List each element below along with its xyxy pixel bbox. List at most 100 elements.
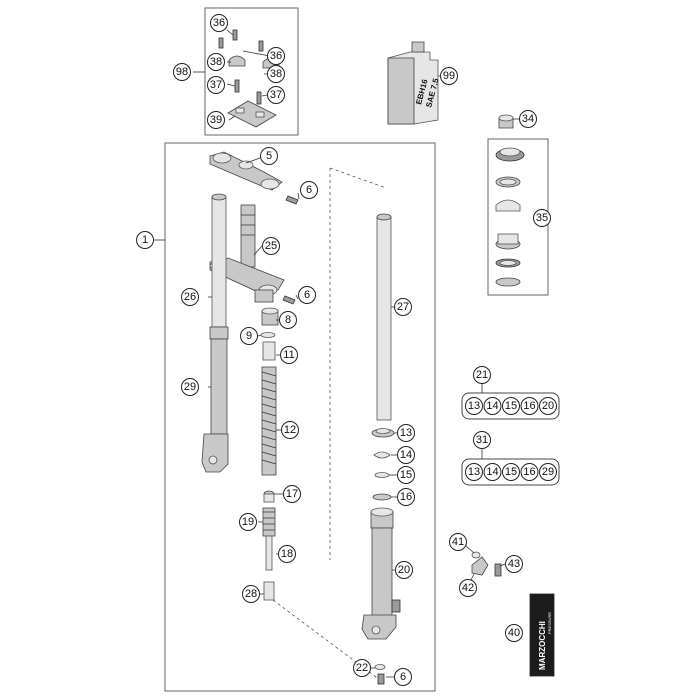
callout-36-b: 36 (267, 47, 285, 65)
kit31-item-14: 14 (483, 463, 502, 481)
damper-rod (262, 507, 276, 571)
callout-38-b: 38 (267, 65, 285, 83)
callout-5: 5 (260, 147, 278, 165)
callout-9: 9 (240, 327, 258, 345)
svg-text:12: 12 (284, 424, 296, 436)
svg-text:37: 37 (270, 89, 282, 101)
svg-text:37: 37 (210, 79, 222, 91)
svg-text:8: 8 (285, 314, 291, 326)
fork-tube-right (376, 213, 392, 421)
axle-clamp-parts (471, 551, 502, 577)
svg-text:35: 35 (536, 212, 548, 224)
seal-kit-right (371, 428, 395, 501)
svg-text:6: 6 (304, 289, 310, 301)
callout-38-a: 38 (207, 53, 225, 71)
kit21-item-15: 15 (502, 397, 520, 415)
callout-1: 1 (136, 231, 154, 249)
svg-text:9: 9 (246, 330, 252, 342)
damper-rod-end (263, 581, 275, 601)
outer-tube-left (201, 326, 229, 473)
callout-39: 39 (207, 111, 225, 129)
kit21-item-14: 14 (483, 397, 502, 415)
svg-text:18: 18 (281, 548, 293, 560)
callout-6-b: 6 (298, 286, 316, 304)
kit31-item-29: 29 (539, 463, 557, 481)
svg-text:38: 38 (270, 68, 282, 80)
marzocchi-decal: MARZOCCHI PRESSURE (529, 593, 555, 677)
svg-text:27: 27 (397, 301, 409, 313)
svg-text:15: 15 (400, 469, 412, 481)
svg-text:20: 20 (542, 400, 554, 412)
callout-36-a: 36 (210, 14, 228, 32)
callout-41: 41 (449, 533, 467, 551)
svg-text:43: 43 (508, 558, 520, 570)
svg-text:5: 5 (266, 150, 272, 162)
callout-42: 42 (459, 579, 477, 597)
callout-26: 26 (181, 288, 199, 306)
svg-text:29: 29 (542, 466, 554, 478)
svg-text:14: 14 (486, 400, 498, 412)
callout-12: 12 (281, 421, 299, 439)
svg-text:28: 28 (245, 588, 257, 600)
svg-text:14: 14 (400, 449, 412, 461)
svg-text:13: 13 (400, 427, 412, 439)
callout-34: 34 (519, 110, 537, 128)
callout-35: 35 (533, 209, 551, 227)
callout-11: 11 (280, 346, 298, 364)
axle-bolt (374, 664, 386, 685)
clamp-bolt-upper (285, 195, 299, 205)
svg-text:17: 17 (286, 488, 298, 500)
svg-text:16: 16 (400, 491, 412, 503)
svg-text:22: 22 (356, 662, 368, 674)
o-ring (260, 332, 276, 338)
svg-text:16: 16 (523, 466, 535, 478)
fork-tube-left (211, 193, 227, 328)
svg-text:98: 98 (176, 66, 188, 78)
callout-25: 25 (262, 237, 280, 255)
svg-text:41: 41 (452, 536, 464, 548)
callout-27: 27 (394, 298, 412, 316)
callout-19: 19 (239, 513, 257, 531)
callout-6-a: 6 (300, 181, 318, 199)
kit21-item-16: 16 (520, 397, 539, 415)
rebound-spring (263, 490, 275, 503)
svg-text:15: 15 (505, 400, 517, 412)
svg-text:29: 29 (184, 381, 196, 393)
fork-oil-can: EBH16 SAE 7.5 (387, 41, 441, 125)
kit31-item-13: 13 (465, 463, 483, 481)
svg-text:42: 42 (462, 582, 474, 594)
steering-bearing-set (495, 147, 525, 287)
svg-text:13: 13 (468, 400, 480, 412)
fork-spring (261, 366, 277, 476)
svg-text:14: 14 (486, 466, 498, 478)
callout-15: 15 (397, 466, 415, 484)
callout-37-b: 37 (267, 86, 285, 104)
steering-stem-nut (498, 114, 514, 129)
callout-29: 29 (181, 378, 199, 396)
callout-18: 18 (278, 545, 296, 563)
svg-text:39: 39 (210, 114, 222, 126)
callout-40: 40 (505, 624, 523, 642)
kit31-item-16: 16 (520, 463, 539, 481)
callout-43: 43 (505, 555, 523, 573)
handlebar-clamp-frame (204, 7, 299, 136)
callout-98: 98 (173, 63, 191, 81)
callout-21: 21 (473, 366, 491, 384)
svg-text:16: 16 (523, 400, 535, 412)
svg-text:26: 26 (184, 291, 196, 303)
svg-text:1: 1 (142, 234, 148, 246)
svg-text:31: 31 (476, 434, 488, 446)
svg-text:20: 20 (398, 564, 410, 576)
callout-37-a: 37 (207, 76, 225, 94)
callout-28: 28 (242, 585, 260, 603)
kit-21: 13 14 15 16 20 (461, 384, 560, 420)
preload-spacer (262, 341, 276, 361)
callout-17: 17 (283, 485, 301, 503)
svg-text:34: 34 (522, 113, 534, 125)
brand-sub: PRESSURE (547, 612, 552, 634)
callout-20: 20 (395, 561, 413, 579)
main-fork-frame (164, 142, 436, 692)
svg-text:25: 25 (265, 240, 277, 252)
kit21-item-13: 13 (465, 397, 483, 415)
